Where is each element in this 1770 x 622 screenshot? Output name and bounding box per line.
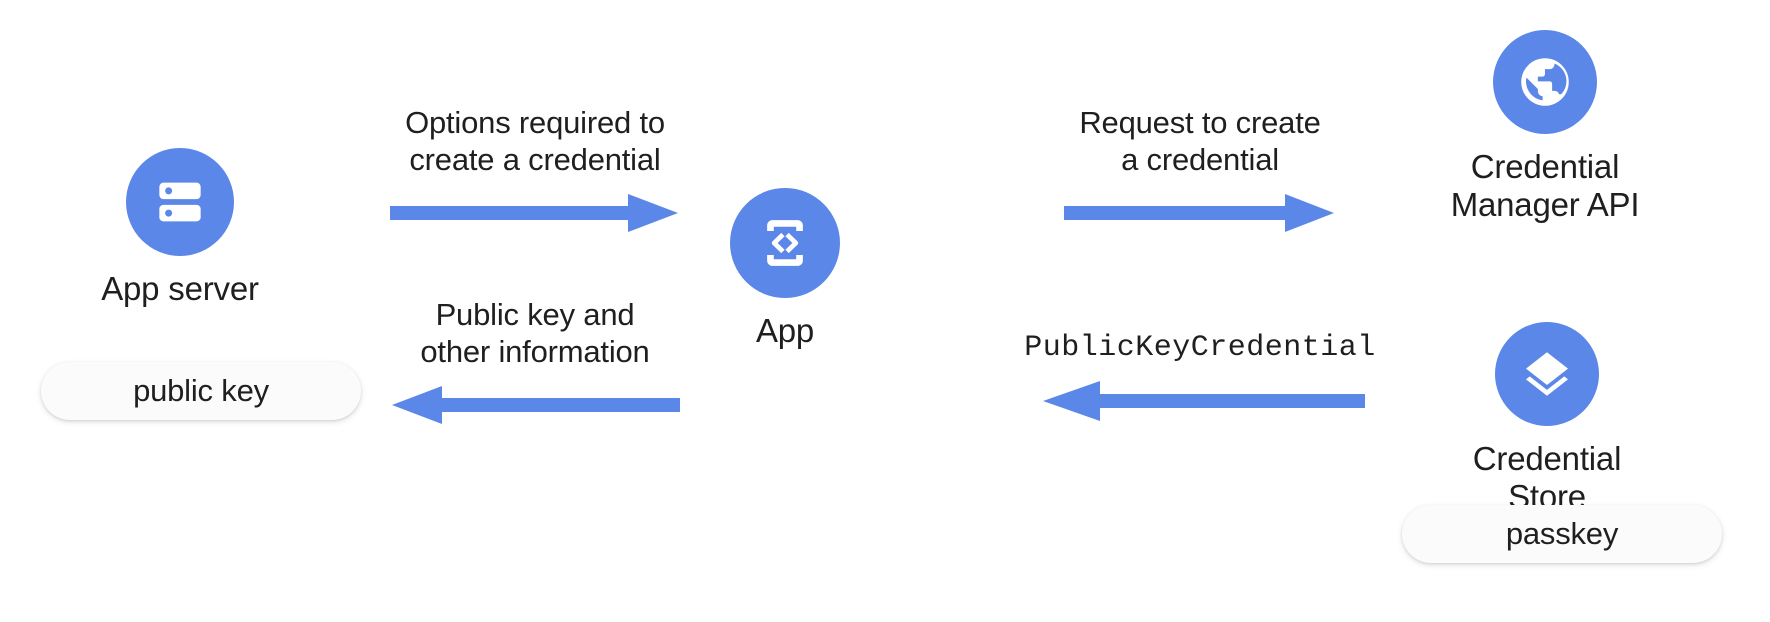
- arrow-left-icon: [390, 382, 680, 428]
- globe-icon: [1493, 30, 1597, 134]
- arrow-left-icon: [1035, 378, 1365, 424]
- pill-public-key-label: public key: [133, 373, 269, 408]
- flow-options-required: Options required to create a credential: [380, 104, 690, 236]
- node-credential-store-label: Credential Store: [1472, 440, 1622, 516]
- server-icon: [126, 148, 234, 256]
- pill-passkey-label: passkey: [1505, 516, 1619, 551]
- app-code-icon: [730, 188, 840, 298]
- layers-icon: [1495, 322, 1599, 426]
- node-app: App: [690, 188, 880, 350]
- node-credential-manager-api-label: Credential Manager API: [1450, 148, 1640, 224]
- flow-options-required-label: Options required to create a credential: [405, 105, 665, 178]
- node-app-server: App server: [40, 148, 320, 308]
- arrow-right-icon: [390, 190, 680, 236]
- flow-request-create: Request to create a credential: [1040, 104, 1360, 236]
- node-app-label: App: [755, 312, 815, 349]
- node-app-server-label: App server: [101, 270, 259, 307]
- node-credential-store: Credential Store: [1432, 322, 1662, 517]
- flow-publickeycredential-label: PublicKeyCredential: [1024, 331, 1376, 365]
- node-credential-manager-api: Credential Manager API: [1420, 30, 1670, 225]
- flow-public-key-info-label: Public key and other information: [420, 297, 650, 370]
- pill-passkey: passkey: [1402, 505, 1722, 563]
- flow-public-key-info: Public key and other information: [380, 296, 690, 428]
- flow-publickeycredential: PublicKeyCredential: [1015, 330, 1385, 424]
- arrow-right-icon: [1064, 190, 1336, 236]
- flow-request-create-label: Request to create a credential: [1079, 105, 1321, 178]
- pill-public-key: public key: [41, 362, 361, 420]
